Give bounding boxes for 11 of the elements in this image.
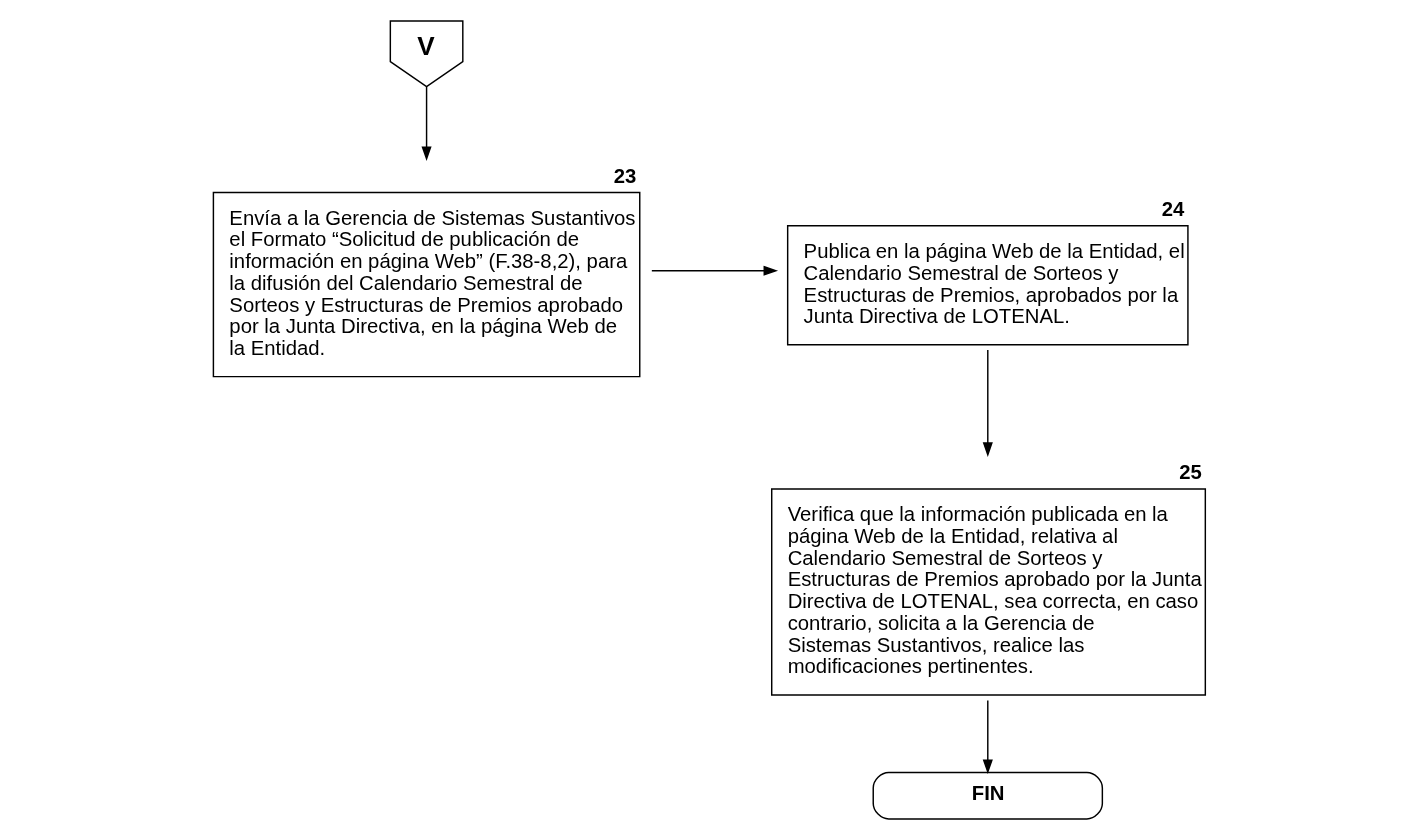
node-label: 23 — [613, 164, 636, 187]
arrow — [982, 699, 993, 775]
node-box: FIN — [872, 771, 1103, 820]
arrow — [982, 349, 993, 457]
node-box: Verifica que la información publicada en la página Web de la Entidad, relativa al Calendario Semestral de Sorteos y Estructuras de Premios aprobado por la Junta Directiva de LOTENAL, sea correcta, en caso contrario, solicita a la Gerencia de Sistemas Sustantivos, realice las modificaciones pertinentes. — [770, 488, 1206, 696]
node-label: 25 — [1178, 461, 1202, 484]
arrow — [650, 265, 778, 276]
arrow — [421, 86, 432, 161]
node-box: Publica en la página Web de la Entidad, el Calendario Semestral de Sorteos y Estructuras de Premios, aprobados por la Junta Directiva de LOTENAL. — [786, 225, 1189, 346]
node-box: Envía a la Gerencia de Sistemas Sustantivos el Formato “Solicitud de publicación de información en página Web” (F.38-8,2), para la difusión del Calendario Semestral de Sorteos y Estructuras de Premios aprobado por la Junta Directiva, en la página Web de la Entidad. — [212, 191, 640, 378]
node-label: 24 — [1161, 197, 1184, 220]
